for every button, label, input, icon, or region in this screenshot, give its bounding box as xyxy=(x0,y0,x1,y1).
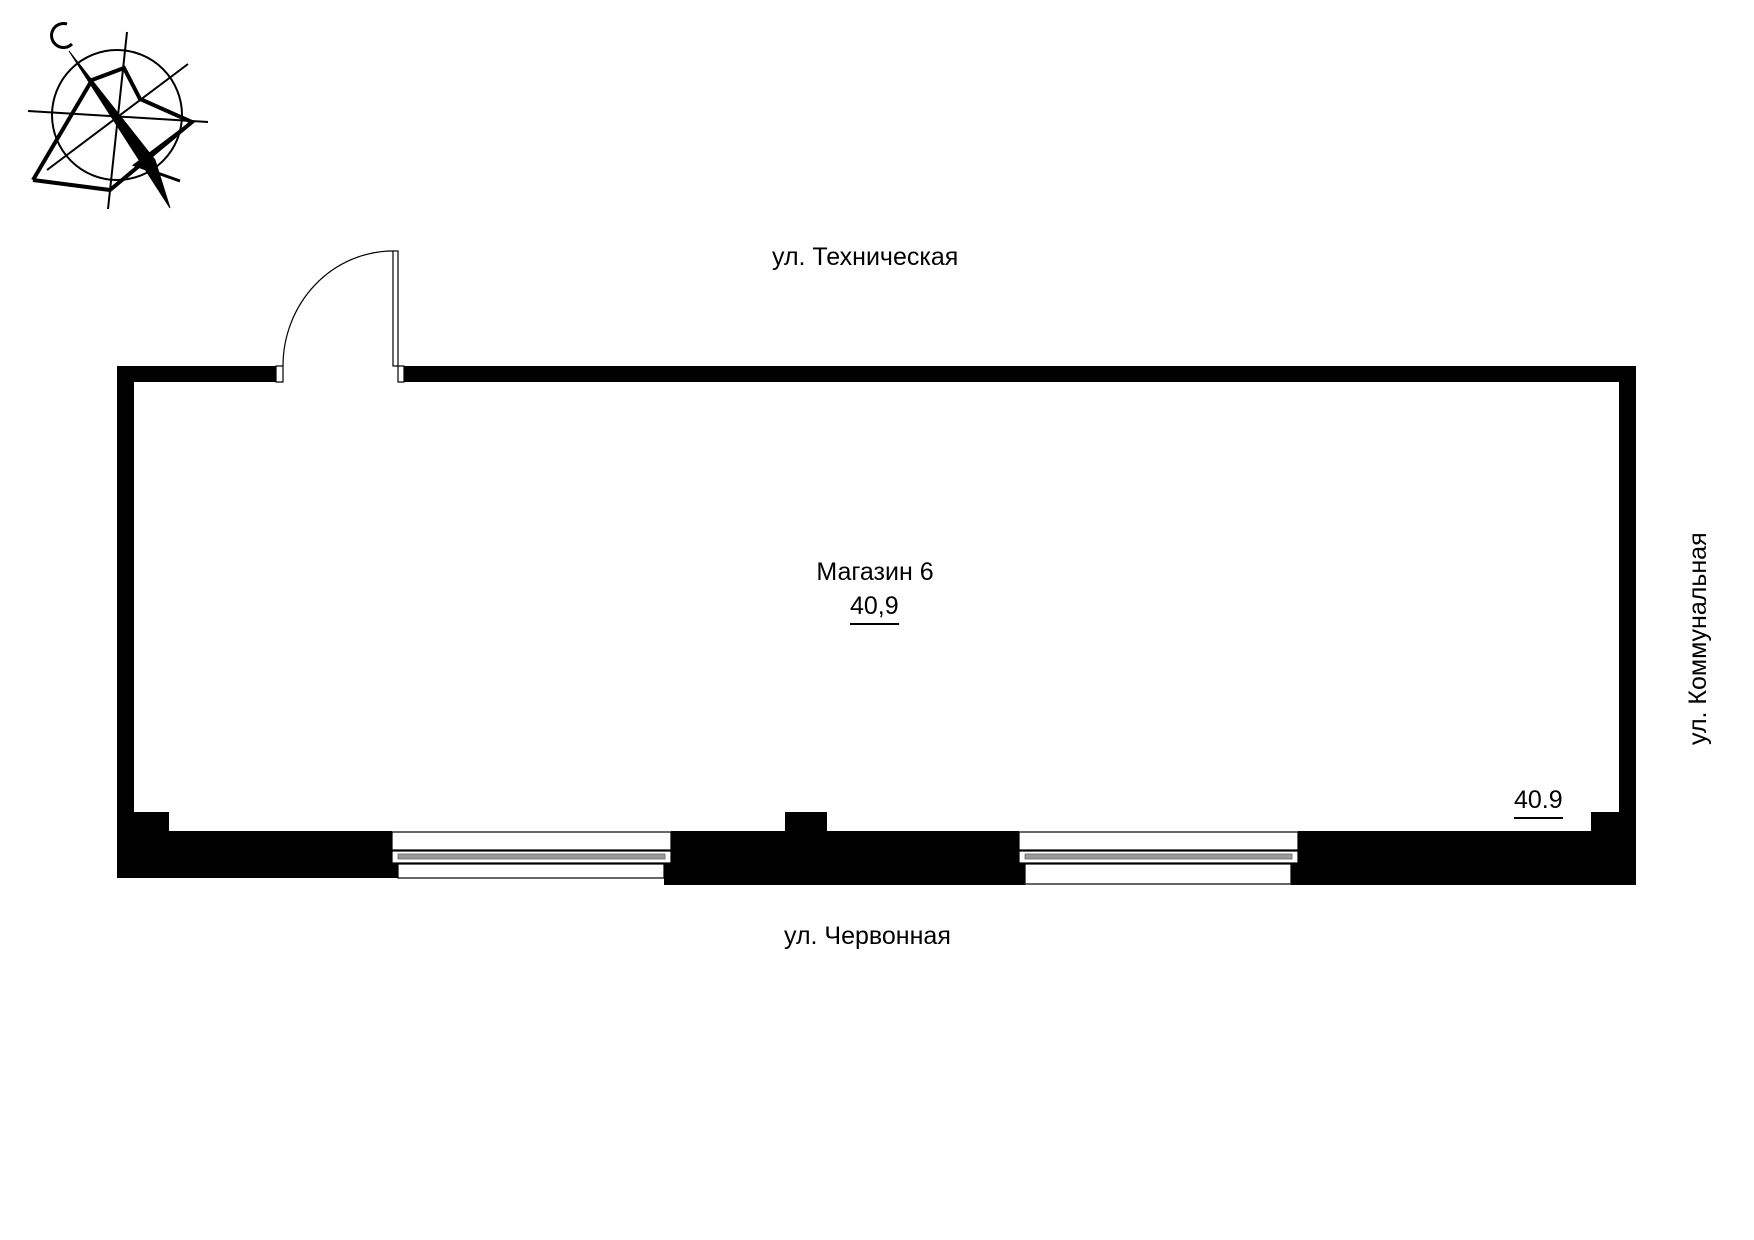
window-1 xyxy=(391,831,672,879)
room-name: Магазин 6 xyxy=(816,558,934,586)
street-label-top: ул. Техническая xyxy=(772,243,959,271)
window-2 xyxy=(1018,831,1299,885)
room-area: 40,9 xyxy=(850,594,899,625)
room-area-corner: 40.9 xyxy=(1514,788,1563,819)
street-label-bottom: ул. Червонная xyxy=(784,922,951,950)
walls xyxy=(117,366,1636,885)
entrance-door xyxy=(275,250,405,383)
compass-icon xyxy=(27,22,209,210)
